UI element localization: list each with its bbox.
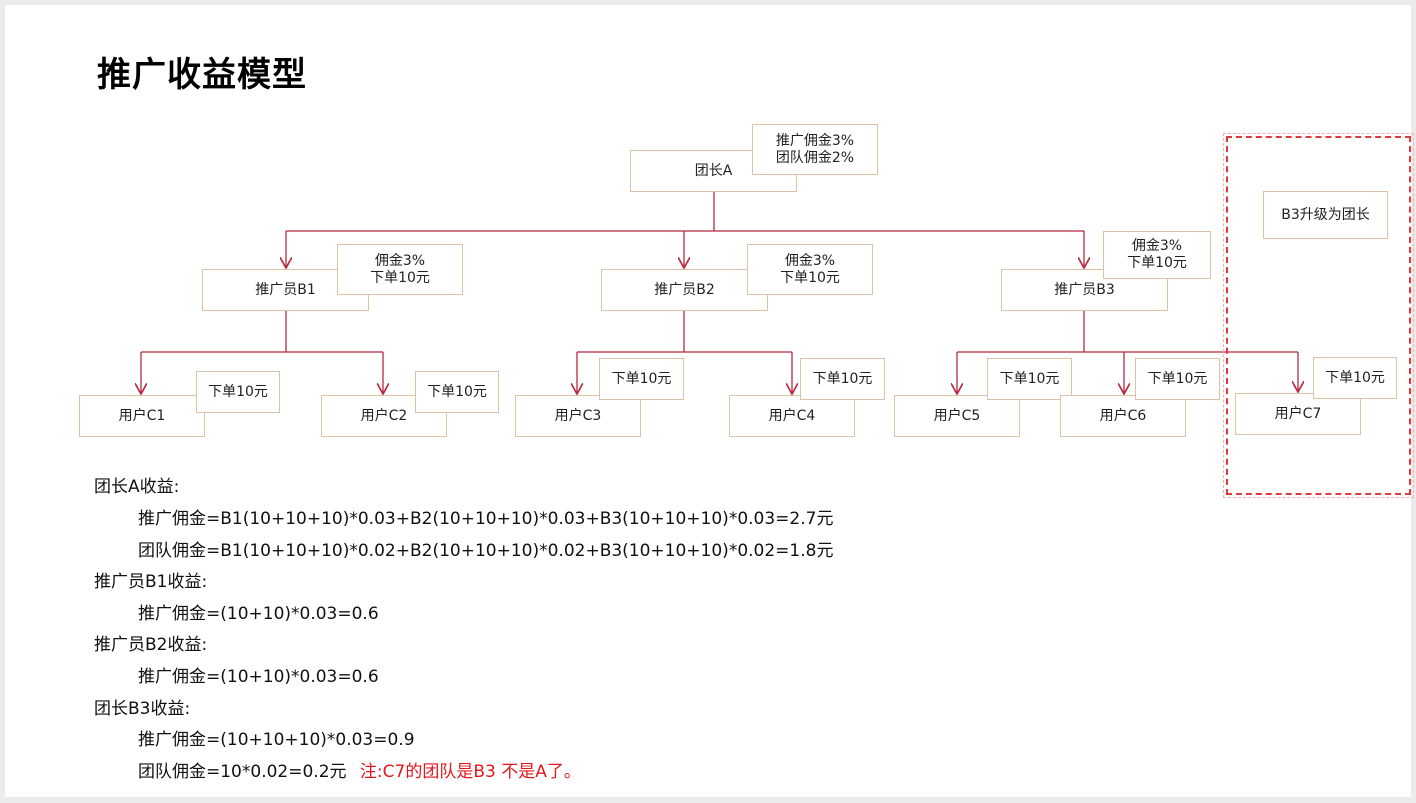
b1-earnings-heading: 推广员B1收益: bbox=[94, 572, 208, 592]
c4-badge-text: 下单10元 bbox=[812, 370, 873, 387]
node-user-c6: 用户C6 bbox=[1060, 395, 1186, 437]
node-user-c7-badge: 下单10元 bbox=[1313, 357, 1397, 399]
leader-badge-line-2: 团队佣金2% bbox=[775, 149, 855, 166]
leader-a-earnings-heading: 团长A收益: bbox=[94, 477, 180, 497]
node-leader-a-label: 团长A bbox=[694, 162, 733, 179]
b1-promo-formula: 推广佣金=(10+10)*0.03=0.6 bbox=[138, 604, 379, 624]
upgrade-note-box: B3升级为团长 bbox=[1263, 191, 1388, 239]
node-user-c4: 用户C4 bbox=[729, 395, 855, 437]
slide: 推广收益模型 bbox=[5, 5, 1414, 797]
upgrade-highlight-region bbox=[1223, 133, 1414, 498]
c1-badge-text: 下单10元 bbox=[208, 383, 268, 400]
node-promoter-b1-label: 推广员B1 bbox=[255, 281, 316, 298]
tree-connectors bbox=[5, 192, 1411, 797]
b2-badge-line-1: 佣金3% bbox=[784, 252, 836, 269]
node-promoter-b2-badge: 佣金3% 下单10元 bbox=[747, 244, 873, 295]
node-user-c1-badge: 下单10元 bbox=[196, 371, 280, 413]
node-promoter-b3-badge: 佣金3% 下单10元 bbox=[1103, 231, 1211, 279]
b2-badge-line-2: 下单10元 bbox=[780, 269, 840, 286]
leader-a-team-formula: 团队佣金=B1(10+10+10)*0.02+B2(10+10+10)*0.02… bbox=[138, 541, 834, 561]
c2-badge-text: 下单10元 bbox=[427, 383, 487, 400]
leader-badge-line-1: 推广佣金3% bbox=[775, 132, 855, 149]
b2-promo-formula: 推广佣金=(10+10)*0.03=0.6 bbox=[138, 667, 379, 687]
b2-earnings-heading: 推广员B2收益: bbox=[94, 635, 208, 655]
b3-badge-line-2: 下单10元 bbox=[1127, 255, 1187, 271]
node-user-c3-badge: 下单10元 bbox=[599, 358, 684, 400]
node-user-c5-badge: 下单10元 bbox=[987, 358, 1072, 400]
node-user-c7: 用户C7 bbox=[1235, 393, 1361, 435]
c6-badge-text: 下单10元 bbox=[1147, 370, 1208, 387]
node-promoter-b2-label: 推广员B2 bbox=[654, 281, 715, 298]
upgrade-note-text: B3升级为团长 bbox=[1281, 206, 1370, 223]
node-user-c4-badge: 下单10元 bbox=[800, 358, 885, 400]
node-user-c3-label: 用户C3 bbox=[554, 407, 602, 424]
b3-badge-line-1: 佣金3% bbox=[1131, 238, 1183, 254]
b1-badge-line-1: 佣金3% bbox=[374, 252, 426, 269]
node-user-c5: 用户C5 bbox=[894, 395, 1020, 437]
b3-earnings-heading: 团长B3收益: bbox=[94, 699, 191, 719]
b3-team-formula-line: 团队佣金=10*0.02=0.2元 注:C7的团队是B3 不是A了。 bbox=[138, 757, 581, 782]
node-user-c4-label: 用户C4 bbox=[768, 407, 816, 424]
node-user-c3: 用户C3 bbox=[515, 395, 641, 437]
b3-team-formula: 团队佣金=10*0.02=0.2元 bbox=[138, 762, 347, 782]
node-leader-a-badge: 推广佣金3% 团队佣金2% bbox=[752, 124, 878, 175]
leader-a-promo-formula: 推广佣金=B1(10+10+10)*0.03+B2(10+10+10)*0.03… bbox=[138, 509, 834, 529]
c3-badge-text: 下单10元 bbox=[611, 370, 672, 387]
b1-badge-line-2: 下单10元 bbox=[370, 269, 430, 286]
node-promoter-b3-label: 推广员B3 bbox=[1054, 281, 1115, 298]
b3-note: 注:C7的团队是B3 不是A了。 bbox=[359, 762, 581, 782]
node-user-c1: 用户C1 bbox=[79, 395, 205, 437]
node-user-c5-label: 用户C5 bbox=[933, 407, 981, 424]
c7-badge-text: 下单10元 bbox=[1325, 369, 1385, 386]
node-user-c1-label: 用户C1 bbox=[118, 407, 166, 424]
node-user-c2-badge: 下单10元 bbox=[415, 371, 499, 413]
b3-promo-formula: 推广佣金=(10+10+10)*0.03=0.9 bbox=[138, 730, 415, 750]
node-promoter-b1-badge: 佣金3% 下单10元 bbox=[337, 244, 463, 295]
node-user-c6-label: 用户C6 bbox=[1099, 407, 1147, 424]
node-promoter-b2: 推广员B2 bbox=[601, 269, 768, 311]
node-user-c7-label: 用户C7 bbox=[1274, 405, 1322, 422]
node-user-c6-badge: 下单10元 bbox=[1135, 358, 1220, 400]
page-title: 推广收益模型 bbox=[97, 55, 307, 95]
c5-badge-text: 下单10元 bbox=[999, 370, 1060, 387]
node-user-c2-label: 用户C2 bbox=[360, 407, 408, 424]
node-promoter-b3: 推广员B3 bbox=[1001, 269, 1168, 311]
